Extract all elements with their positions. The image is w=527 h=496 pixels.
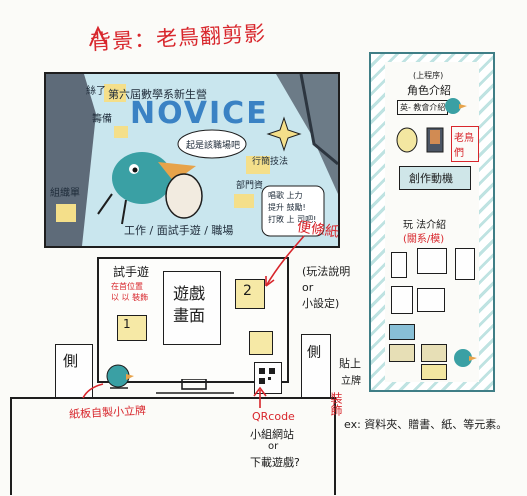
creation-title: 創作動機 — [409, 172, 453, 185]
banner-bubble2-text: 唱歌 上力 提升 鼓勵! 打敗 上 司吧! — [268, 191, 317, 224]
qr-title: QRcode — [252, 410, 295, 423]
gameplay-subtitle: (關系/模) — [403, 234, 445, 245]
yellow-note-right — [235, 279, 265, 309]
diagram-box — [391, 252, 407, 278]
thumb-box — [389, 324, 415, 340]
display-table — [10, 397, 336, 495]
game-screen-box — [163, 271, 221, 345]
tag-intro: 英- 教會介紹 — [397, 100, 449, 115]
qr-code-icon — [259, 368, 275, 384]
banner-small-title: 第六屆數學系新生營 — [108, 88, 207, 101]
yellow-note-left — [117, 315, 147, 341]
banner-bubble-text: 起是該職場吧 — [186, 141, 241, 151]
qr-or: or — [268, 441, 279, 452]
banner-label-board: 籌備 — [92, 114, 112, 125]
role-intro-title: 角色介紹 — [407, 84, 451, 97]
thumb-box — [421, 364, 447, 380]
game-screen-label: 遊戲 畫面 — [173, 284, 206, 325]
thumb-box — [389, 344, 415, 362]
banner-sketch: 第六屆數學系新生營 NOVICE 絲了 籌備 起是該職場吧 行簡技法 組織單 部… — [44, 72, 340, 248]
arrow-to-sticky — [265, 235, 305, 287]
left-standee — [55, 344, 93, 398]
banner-label-schedule: 部門資 — [236, 181, 264, 191]
decor-example: ex: 資料夾、贈書、紙、等元素。 — [344, 418, 508, 431]
creation-box — [399, 166, 471, 190]
diagram-box — [455, 248, 475, 280]
diagram-box — [391, 286, 413, 314]
banner-label-leaf: 絲了 — [86, 86, 106, 97]
right-panel-inner: (上程序) 角色介紹 英- 教會介紹 老鳥們 創作動機 玩 法介紹 (關系/模) — [385, 62, 479, 382]
right-standee-label: 側 — [307, 345, 321, 361]
arrow-to-qr — [253, 386, 267, 408]
right-info-panel: (上程序) 角色介紹 英- 教會介紹 老鳥們 創作動機 玩 法介紹 (關系/模) — [369, 52, 495, 392]
decor-note: 裝飾 — [329, 392, 343, 416]
bird-icon — [445, 98, 467, 114]
qr-line-1: 小組網站 — [250, 428, 294, 441]
red-arrow-decoration — [89, 25, 107, 47]
banner-label-reel: 行簡技法 — [252, 157, 289, 167]
note-number-1: 1 — [123, 317, 131, 331]
standee-note: 立牌 — [341, 376, 361, 387]
monitor-stand — [156, 379, 234, 394]
yellow-note-small — [249, 331, 273, 355]
diagram-box — [417, 288, 445, 312]
sticky-note-sub: (玩法說明 or 小設定) — [302, 265, 351, 310]
test-game-label: 試手遊 — [113, 265, 150, 279]
left-standee-label: 側 — [63, 352, 79, 370]
note-number-2: 2 — [243, 283, 252, 299]
right-standee — [301, 334, 331, 398]
background-silhouette-title: 背景：老鳥翻剪影 — [89, 21, 267, 55]
novice-headline: NOVICE — [130, 96, 269, 131]
tag-old-birds: 老鳥們 — [451, 126, 479, 162]
bird-standee-icon — [106, 364, 134, 389]
diagram-box — [417, 248, 447, 274]
side-note: 在首位置 以 以 裝飾 — [111, 282, 149, 302]
arrow-to-bird — [82, 383, 104, 399]
character-sketches — [396, 127, 444, 153]
qr-line-2: 下載遊戲? — [250, 456, 300, 469]
role-sparkle-note: (上程序) — [413, 71, 444, 80]
paste-label: 貼上 — [339, 357, 361, 370]
gameplay-title: 玩 法介紹 — [403, 220, 447, 231]
bird-icon — [454, 349, 477, 367]
banner-label-tagline-left: 組織單 — [50, 188, 80, 199]
banner-art — [46, 74, 338, 246]
banner-bottom-line: 工作 / 面試手遊 / 職場 — [124, 224, 234, 237]
thumb-box — [421, 344, 447, 362]
qr-stand — [254, 362, 282, 394]
